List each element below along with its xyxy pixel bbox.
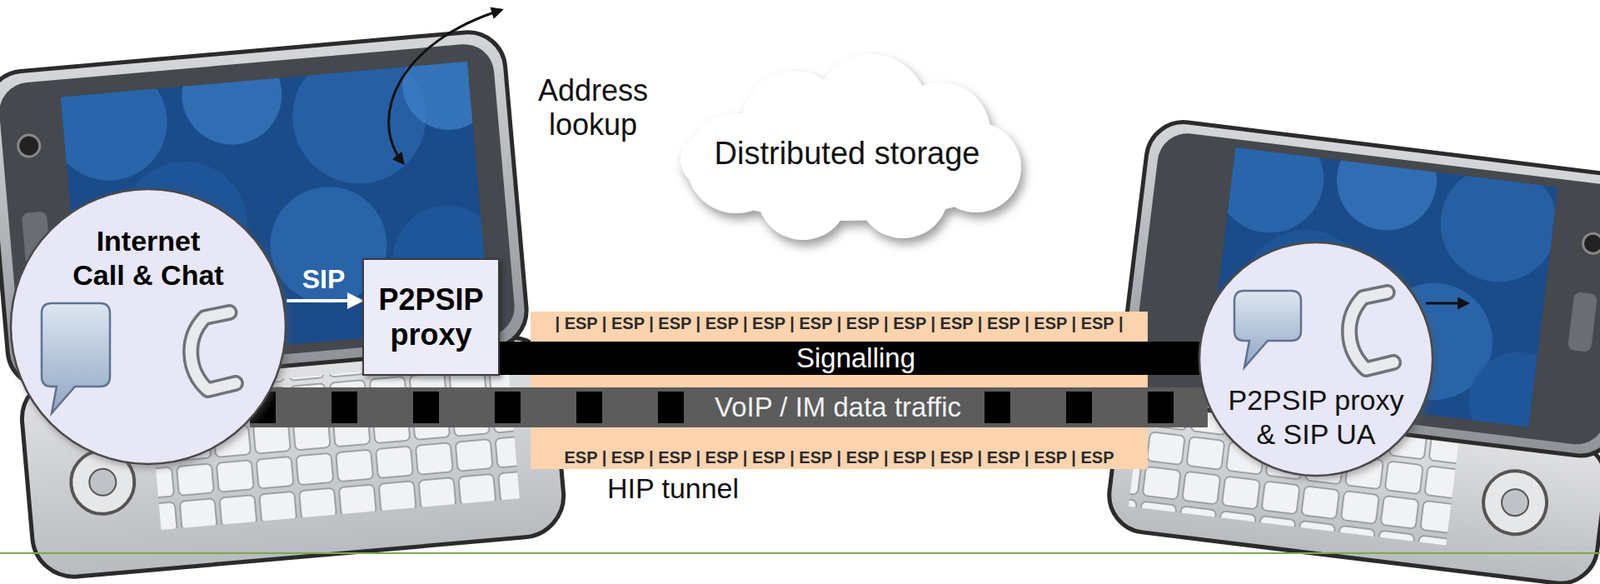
left-tablet xyxy=(0,19,568,581)
text-holder: Address lookup xyxy=(526,73,660,142)
text-holder: P2PSIP proxy & SIP UA xyxy=(1196,383,1436,452)
lookup-arrow xyxy=(388,9,502,164)
screen-pointer-arrow xyxy=(1425,302,1468,305)
text-holder: | ESP | ESP | ESP | ESP | ESP | ESP | ES… xyxy=(530,313,1148,334)
proxy-box: P2PSIP proxy xyxy=(362,258,500,376)
peer-title: P2PSIP proxy & SIP UA xyxy=(1222,383,1411,452)
text-holder: SIP xyxy=(302,264,346,295)
app-title: Internet Call & Chat xyxy=(69,224,227,293)
cloud-label: Distributed storage xyxy=(714,135,981,172)
band-label: Signalling xyxy=(796,341,916,375)
sip-arrow xyxy=(286,299,361,303)
footer-rule xyxy=(0,552,1600,554)
band-label: VoIP / IM data traffic xyxy=(702,387,973,428)
text-holder: ESP | ESP | ESP | ESP | ESP | ESP | ESP … xyxy=(530,447,1148,468)
esp-row: ESP | ESP | ESP | ESP | ESP | ESP | ESP … xyxy=(563,447,1114,468)
storage-cloud: Distributed storage xyxy=(652,50,1042,245)
text-holder: HIP tunnel xyxy=(607,472,739,505)
signalling-band: Signalling xyxy=(495,341,1217,375)
data-traffic-band: VoIP / IM data traffic xyxy=(249,387,1208,428)
text-holder: Internet Call & Chat xyxy=(8,224,289,293)
text-holder: Distributed storage xyxy=(652,50,1042,245)
proxy-label: P2PSIP proxy xyxy=(373,282,490,352)
tunnel-caption: HIP tunnel xyxy=(607,472,739,505)
text-holder: VoIP / IM data traffic xyxy=(702,387,973,428)
text-holder: Signalling xyxy=(495,341,1217,375)
peer-circle: P2PSIP proxy & SIP UA xyxy=(1196,239,1436,479)
hip-tunnel-band: | ESP | ESP | ESP | ESP | ESP | ESP | ES… xyxy=(530,311,1148,469)
callout-label: Address lookup xyxy=(526,73,660,142)
esp-row: | ESP | ESP | ESP | ESP | ESP | ESP | ES… xyxy=(554,313,1123,334)
app-circle: Internet Call & Chat xyxy=(8,186,289,467)
edge-label: SIP xyxy=(302,264,346,295)
